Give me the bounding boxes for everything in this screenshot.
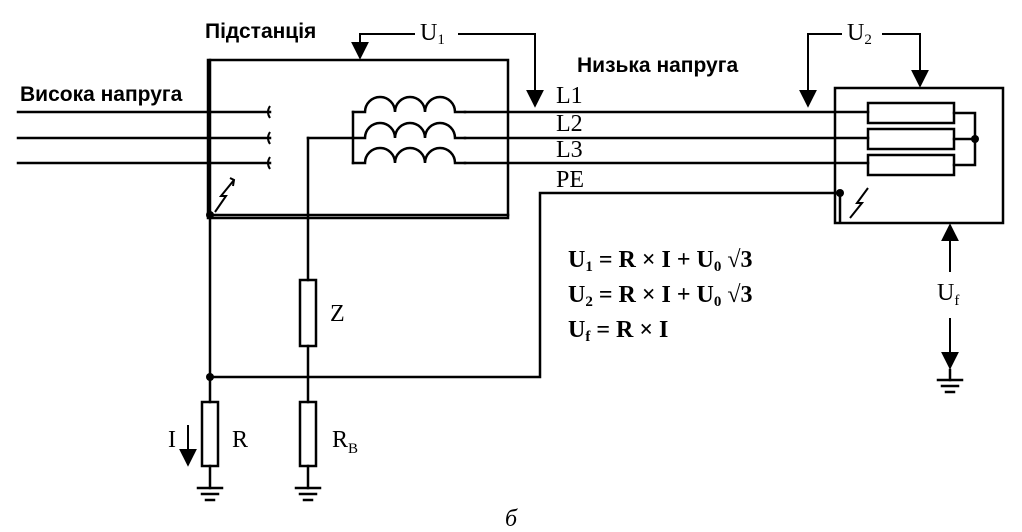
substation-ground <box>206 58 510 404</box>
caption: б <box>505 506 518 532</box>
consumer-loads <box>836 101 979 219</box>
u1-arrow <box>351 33 544 108</box>
rb-label: RB <box>332 427 358 457</box>
z-label: Z <box>330 301 345 327</box>
formula-1: U1 = R × I + U0 √3 <box>568 247 753 275</box>
rb-resistor <box>298 400 318 468</box>
ground-icon <box>294 486 322 502</box>
ground-icon <box>936 368 964 394</box>
current-label: I <box>168 427 176 453</box>
r-resistor <box>200 400 220 468</box>
formula-3: Uf = R × I <box>568 317 668 345</box>
low-voltage-label: Низька напруга <box>577 54 738 77</box>
pe-label: PE <box>556 167 584 193</box>
transformer-coils <box>351 95 467 165</box>
low-voltage-lines <box>306 110 870 282</box>
u1-label: U1 <box>420 20 445 48</box>
high-voltage-label: Висока напруга <box>20 83 183 106</box>
high-voltage-lines <box>16 105 272 170</box>
consumer-box <box>833 86 1005 225</box>
l3-label: L3 <box>556 137 583 163</box>
r-label: R <box>232 427 248 453</box>
substation-label: Підстанція <box>205 20 316 43</box>
u2-label: U2 <box>847 20 872 48</box>
formula-2: U2 = R × I + U0 √3 <box>568 282 753 310</box>
uf-label: Uf <box>937 280 959 309</box>
u2-arrow <box>799 33 929 108</box>
l1-label: L1 <box>556 83 583 109</box>
ground-icon <box>196 486 224 502</box>
z-resistor <box>298 278 318 348</box>
pe-conductor <box>208 191 842 379</box>
l2-label: L2 <box>556 111 583 137</box>
